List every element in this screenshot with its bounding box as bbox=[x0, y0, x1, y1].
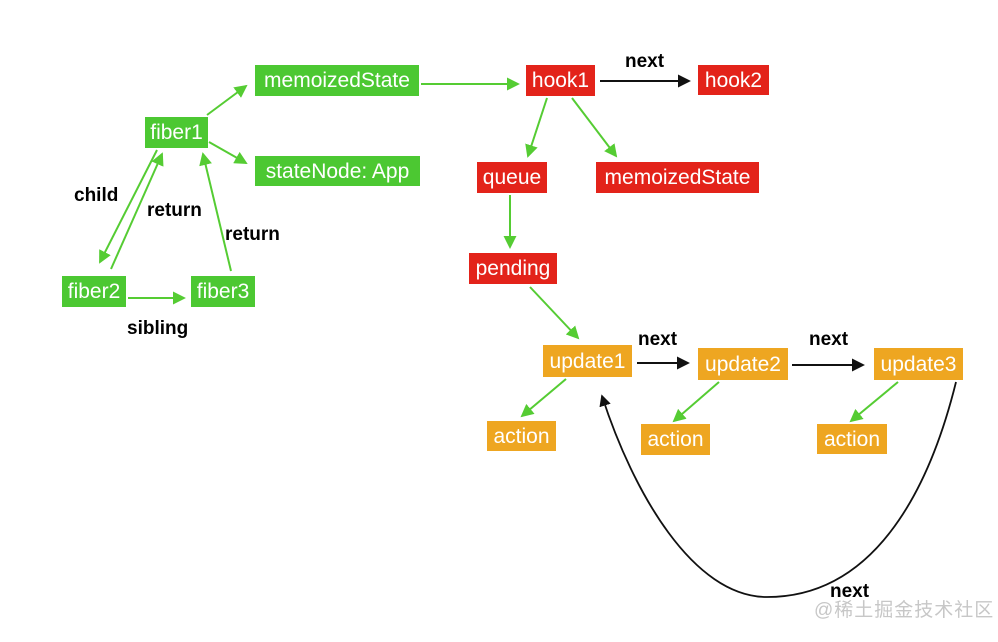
node-memoizedstate-hook: memoizedState bbox=[596, 162, 759, 193]
node-fiber2: fiber2 bbox=[62, 276, 126, 307]
node-queue: queue bbox=[477, 162, 547, 193]
edge-label-next-update12: next bbox=[638, 329, 678, 350]
edge-fiber2-fiber1-return bbox=[110, 152, 164, 270]
edge-fiber1-statenode bbox=[208, 141, 248, 164]
node-update2: update2 bbox=[698, 348, 788, 380]
edge-fiber3-fiber1-return bbox=[199, 152, 232, 272]
edge-label-sibling: sibling bbox=[127, 318, 189, 339]
edge-label-return-fiber2: return bbox=[147, 200, 202, 221]
edge-update2-action bbox=[672, 381, 720, 423]
edge-update3-action bbox=[849, 381, 899, 423]
edge-pending-update1 bbox=[529, 286, 580, 340]
node-hook2: hook2 bbox=[698, 65, 769, 95]
edge-hook1-memoizedstate bbox=[571, 97, 618, 158]
node-update3: update3 bbox=[874, 348, 963, 380]
node-update1: update1 bbox=[543, 345, 632, 377]
watermark: @稀土掘金技术社区 bbox=[814, 600, 995, 621]
node-statenode-app: stateNode: App bbox=[255, 156, 420, 186]
node-hook1: hook1 bbox=[526, 65, 595, 96]
node-fiber1: fiber1 bbox=[145, 117, 208, 148]
node-fiber3: fiber3 bbox=[191, 276, 255, 307]
edge-hook1-queue bbox=[525, 97, 548, 158]
edge-update3-update1-next-curve bbox=[599, 381, 957, 598]
node-action1: action bbox=[487, 421, 556, 451]
edge-label-child: child bbox=[74, 185, 119, 206]
edge-label-return-fiber3: return bbox=[225, 224, 280, 245]
edge-label-next-hook: next bbox=[625, 51, 665, 72]
edge-update1-action bbox=[520, 378, 567, 418]
node-action2: action bbox=[641, 424, 710, 455]
node-memoizedstate-fiber: memoizedState bbox=[255, 65, 419, 96]
edge-fiber1-memoizedstate bbox=[206, 84, 248, 116]
edge-label-next-circular: next bbox=[830, 581, 870, 602]
edge-fiber1-fiber2-child bbox=[99, 149, 158, 264]
node-action3: action bbox=[817, 424, 887, 454]
node-pending: pending bbox=[469, 253, 557, 284]
edge-label-next-update23: next bbox=[809, 329, 849, 350]
